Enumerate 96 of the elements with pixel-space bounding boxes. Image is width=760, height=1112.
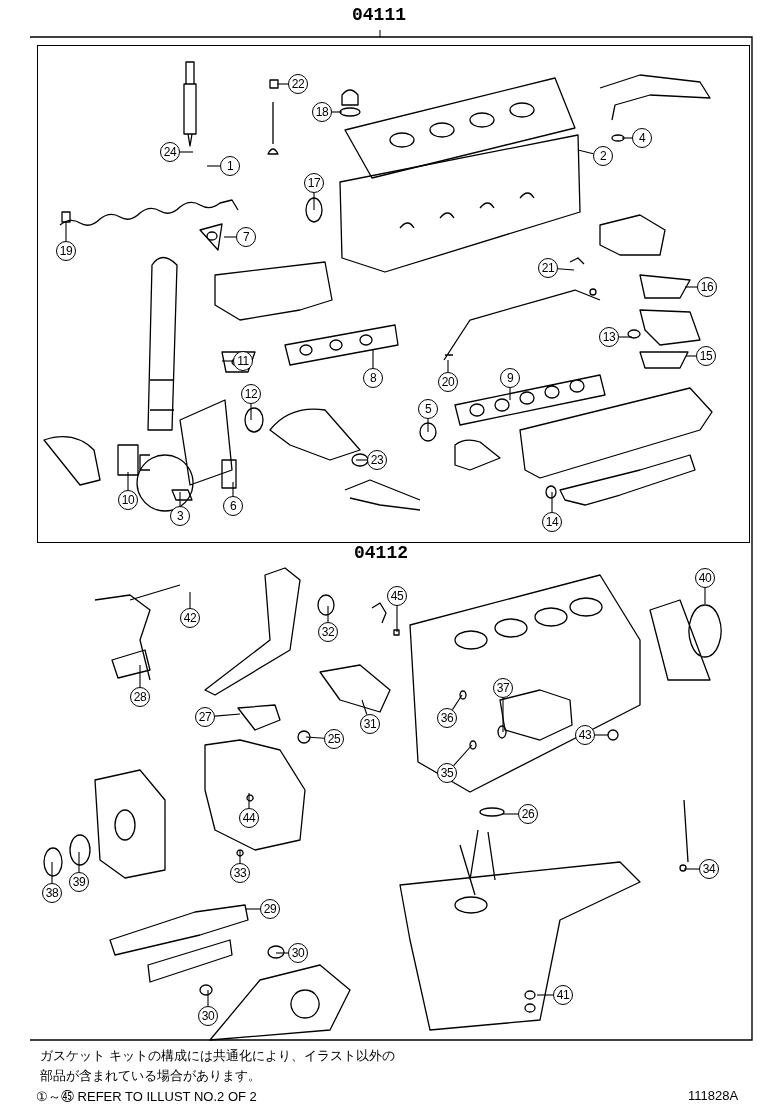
callout-number: 20: [438, 372, 458, 392]
callout-number: 14: [542, 512, 562, 532]
callout-number: 21: [538, 258, 558, 278]
callout-number: 43: [575, 725, 595, 745]
leader-line: [451, 694, 463, 711]
callout-number: 23: [367, 450, 387, 470]
callout-number: 35: [437, 763, 457, 783]
callout-number: 6: [223, 496, 243, 516]
leader-line: [221, 360, 234, 362]
leader-line: [179, 491, 181, 507]
leader-line: [189, 591, 191, 609]
leader-line: [621, 137, 633, 139]
callout-number: 11: [233, 351, 253, 371]
callout-number: 22: [288, 74, 308, 94]
leader-line: [207, 989, 209, 1007]
leader-line: [305, 736, 325, 739]
leader-line: [396, 605, 398, 633]
leader-line: [214, 713, 241, 717]
leader-line: [447, 359, 449, 373]
callout-number: 44: [239, 808, 259, 828]
leader-line: [427, 418, 429, 433]
leader-line: [139, 664, 141, 688]
callout-number: 40: [695, 568, 715, 588]
callout-number: 30: [198, 1006, 218, 1026]
leader-line: [232, 481, 234, 497]
leader-line: [250, 403, 252, 421]
callout-number: 34: [699, 859, 719, 879]
leader-line: [502, 697, 504, 733]
callout-number: 30: [288, 943, 308, 963]
reference-note: ①～㊺ REFER TO ILLUST NO.2 OF 2: [36, 1088, 257, 1106]
callout-number: 12: [241, 384, 261, 404]
leader-line: [65, 221, 67, 242]
callout-number: 41: [553, 985, 573, 1005]
leader-line: [453, 744, 473, 767]
callout-number: 4: [632, 128, 652, 148]
callout-number: 18: [312, 102, 332, 122]
callout-number: 39: [69, 872, 89, 892]
leader-line: [245, 908, 261, 910]
callout-number: 36: [437, 708, 457, 728]
callout-number: 17: [304, 173, 324, 193]
callout-number: 7: [236, 227, 256, 247]
callout-number: 2: [593, 146, 613, 166]
callout-number: 45: [387, 586, 407, 606]
callout-number: 19: [56, 241, 76, 261]
leader-line: [239, 849, 241, 864]
leader-line: [51, 861, 53, 884]
drawing-number: 111828A: [688, 1088, 739, 1103]
callout-number: 16: [697, 277, 717, 297]
leader-line: [683, 868, 700, 870]
callout-number: 24: [160, 142, 180, 162]
leader-line: [372, 349, 374, 369]
callout-number: 13: [599, 327, 619, 347]
callout-number: 15: [696, 346, 716, 366]
leader-line: [501, 813, 519, 815]
note-text: ガスケット キットの構成には共通化により、イラスト以外の部品が含まれている場合があります。: [40, 1047, 397, 1085]
leader-line: [685, 355, 697, 357]
callout-number: 10: [118, 490, 138, 510]
leader-line: [313, 192, 315, 211]
leader-line: [704, 587, 706, 605]
callout-number: 9: [500, 368, 520, 388]
leader-line: [276, 83, 289, 85]
callout-number: 42: [180, 608, 200, 628]
leader-line: [618, 336, 633, 338]
leader-line: [551, 491, 553, 513]
leader-line: [594, 734, 609, 736]
leader-line: [275, 952, 289, 954]
callout-number: 38: [42, 883, 62, 903]
leader-line: [206, 165, 221, 167]
leader-line: [248, 792, 250, 809]
callout-number: 28: [130, 687, 150, 707]
leader-line: [355, 459, 368, 461]
callout-number: 37: [493, 678, 513, 698]
leader-line: [577, 149, 594, 155]
leader-line: [536, 994, 554, 996]
leader-line: [509, 387, 511, 401]
callout-number: 33: [230, 863, 250, 883]
callout-number: 27: [195, 707, 215, 727]
callout-number: 26: [518, 804, 538, 824]
callout-number: 3: [170, 506, 190, 526]
callout-number: 5: [418, 399, 438, 419]
callout-number: 1: [220, 156, 240, 176]
callout-number: 29: [260, 899, 280, 919]
leader-line: [331, 111, 343, 113]
leader-line: [557, 268, 575, 271]
leader-line: [361, 699, 368, 716]
leader-line: [179, 151, 194, 153]
callout-number: 31: [360, 714, 380, 734]
callout-number: 8: [363, 368, 383, 388]
callout-number: 32: [318, 622, 338, 642]
leader-line: [127, 471, 129, 491]
callout-number: 25: [324, 729, 344, 749]
leader-line: [223, 236, 237, 238]
leader-line: [327, 605, 329, 623]
leader-line: [684, 286, 698, 288]
section-heading: 04111: [352, 5, 406, 25]
leader-line: [78, 851, 80, 873]
